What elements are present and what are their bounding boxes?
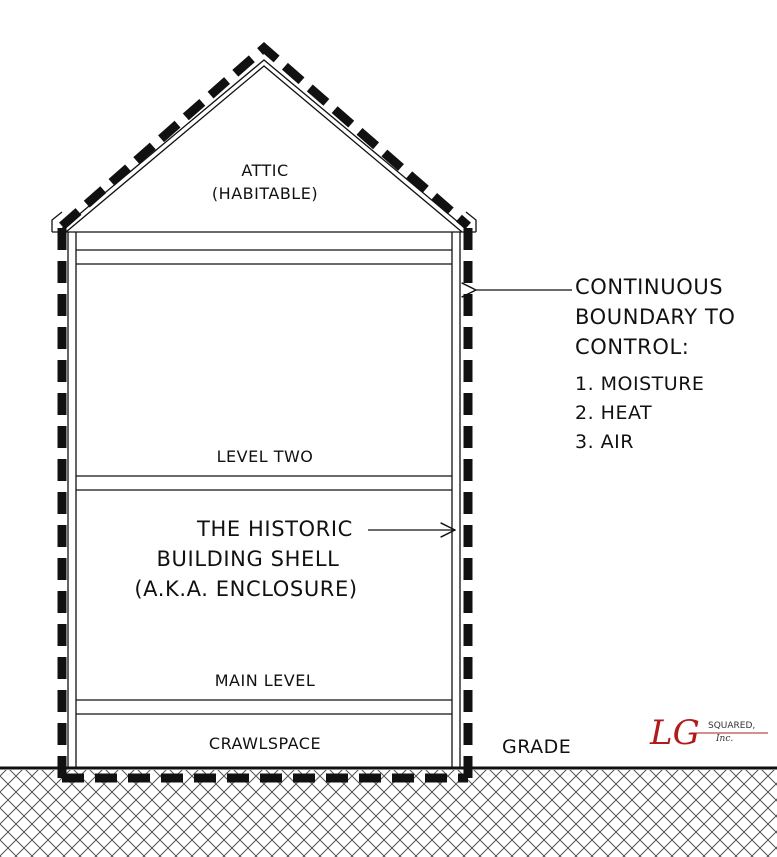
logo-text2: Inc. [715, 734, 733, 744]
logo-text1: SQUARED, [708, 721, 755, 731]
shell-callout: THE HISTORIC BUILDING SHELL (A.K.A. ENCL… [134, 517, 455, 601]
boundary-callout-line1: CONTINUOUS [575, 275, 723, 299]
boundary-callout-line3: CONTROL: [575, 335, 689, 359]
shell-callout-line2: BUILDING SHELL [157, 547, 340, 571]
boundary-item-heat: 2. HEAT [575, 402, 652, 424]
boundary-item-moisture: 1. MOISTURE [575, 373, 704, 395]
crawlspace-label: CRAWLSPACE [209, 734, 321, 753]
level-two-label: LEVEL TWO [217, 447, 314, 466]
boundary-callout-line2: BOUNDARY TO [575, 305, 736, 329]
grade-label: GRADE [502, 736, 571, 758]
attic-label: ATTIC [241, 161, 288, 180]
attic-note-label: (HABITABLE) [212, 184, 318, 203]
boundary-callout: CONTINUOUS BOUNDARY TO CONTROL: 1. MOIST… [476, 275, 736, 453]
shell-callout-line1: THE HISTORIC [196, 517, 353, 541]
shell-callout-line3: (A.K.A. ENCLOSURE) [134, 577, 357, 601]
continuous-boundary [57, 42, 473, 783]
ground [0, 766, 777, 857]
main-level-label: MAIN LEVEL [215, 671, 316, 690]
building-shell [51, 59, 477, 768]
boundary-item-air: 3. AIR [575, 431, 634, 453]
company-logo: LG SQUARED, Inc. [649, 713, 768, 753]
